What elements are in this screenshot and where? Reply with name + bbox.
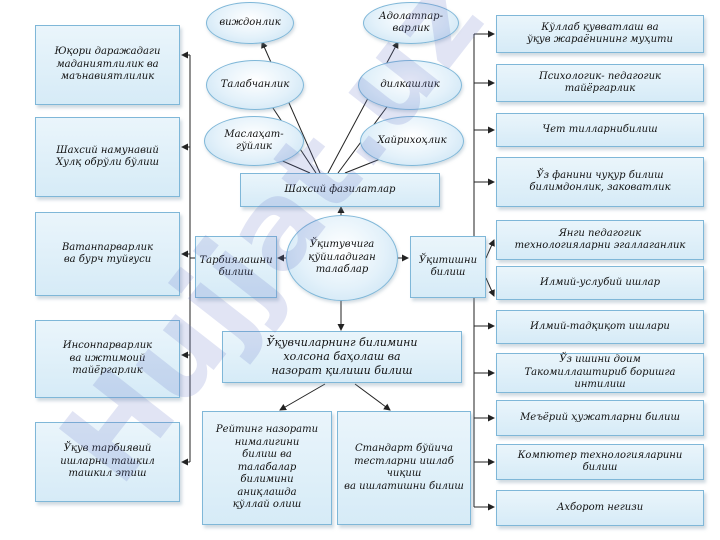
- left-box-organization-label: Ўқув тарбиявий ишларни ташкил ташкил эти…: [60, 443, 155, 480]
- standard-box: Стандарт бўйича тестларни ишлаб чиқиш ва…: [337, 411, 471, 525]
- ellipse-advising-label: Маслаҳат- гўйлик: [224, 128, 284, 153]
- right-box-information-label: Ахборот негизи: [556, 501, 644, 513]
- right-box-information: Ахборот негизи: [496, 490, 704, 526]
- right-box-regulations: Меъёрий ҳужатларни билиш: [496, 400, 704, 436]
- left-box-humanism: Инсонпарварлик ва ижтимоий тайёргарлик: [35, 320, 180, 398]
- ellipse-justice: Адолатпар- варлик: [363, 2, 459, 44]
- right-box-technologies-label: Янги педагогик технологияларни эгаллаган…: [514, 227, 686, 252]
- ellipse-conscientiousness: виждонлик: [206, 2, 294, 44]
- ellipse-advising: Маслаҳат- гўйлик: [204, 116, 304, 166]
- assessment-label: Ўқувчиларнинг билимини холсона баҳолаш в…: [266, 336, 418, 377]
- ellipse-conscientiousness-label: виждонлик: [219, 16, 281, 28]
- teaching-label: Ўқитишни билиш: [418, 254, 478, 279]
- right-box-subject: Ўз фанини чуқур билиш билимдонлик, заков…: [496, 157, 704, 207]
- right-box-psychology-label: Психологик- педагогик тайёргарлик: [538, 70, 662, 95]
- right-box-research-label: Илмий-тадқиқот ишлари: [530, 320, 670, 332]
- right-box-languages-label: Чет тилларнибилиш: [542, 123, 658, 135]
- ellipse-benevolence-label: Хайрихоҳлик: [377, 134, 447, 146]
- rating-box: Рейтинг назорати нималигини билиш ва тал…: [202, 411, 332, 525]
- ellipse-justice-label: Адолатпар- варлик: [379, 10, 443, 35]
- ellipse-demanding-label: Талабчанлик: [220, 78, 290, 90]
- standard-label: Стандарт бўйича тестларни ишлаб чиқиш ва…: [344, 443, 464, 492]
- teaching-box: Ўқитишни билиш: [410, 236, 486, 298]
- right-box-methodical: Илмий-услубий ишлар: [496, 266, 704, 300]
- right-box-support: Кўллаб қувватлаш ва ўқув жараёнининг муҳ…: [496, 15, 704, 53]
- main-requirements-label: Ўқитувчига қўйиладиган талаблар: [308, 239, 376, 276]
- ellipse-friendliness-label: дилкашлик: [380, 78, 440, 90]
- left-box-humanism-label: Инсонпарварлик ва ижтимоий тайёргарлик: [62, 340, 153, 377]
- main-requirements-ellipse: Ўқитувчига қўйиладиган талаблар: [286, 215, 398, 301]
- personal-qualities-label: Шахсий фазилатлар: [284, 183, 396, 195]
- left-box-culture: Юқори даражадаги маданиятлилик ва маънав…: [35, 25, 180, 105]
- upbringing-label: Тарбиялашни билиш: [199, 254, 273, 279]
- right-box-technologies: Янги педагогик технологияларни эгаллаган…: [496, 220, 704, 260]
- right-box-methodical-label: Илмий-услубий ишлар: [539, 276, 660, 288]
- left-box-patriotism: Ватанпарварлик ва бурч туйғуси: [35, 212, 180, 296]
- right-box-support-label: Кўллаб қувватлаш ва ўқув жараёнининг муҳ…: [527, 21, 673, 46]
- right-box-computer-label: Компютер технологияларини билиш: [517, 449, 683, 474]
- left-box-culture-label: Юқори даражадаги маданиятлилик ва маънав…: [54, 46, 161, 83]
- ellipse-demanding: Талабчанлик: [206, 60, 304, 110]
- personal-qualities-box: Шахсий фазилатлар: [240, 173, 440, 207]
- left-box-behavior-label: Шахсий намунавий Хулқ обрўли бўлиш: [55, 144, 159, 169]
- left-box-patriotism-label: Ватанпарварлик ва бурч туйғуси: [61, 241, 154, 266]
- rating-label: Рейтинг назорати нималигини билиш ва тал…: [215, 424, 319, 511]
- left-box-behavior: Шахсий намунавий Хулқ обрўли бўлиш: [35, 117, 180, 197]
- right-box-improvement: Ўз ишини доим Такомиллаштириб боришга ин…: [496, 353, 704, 393]
- right-box-regulations-label: Меъёрий ҳужатларни билиш: [520, 411, 680, 423]
- right-box-languages: Чет тилларнибилиш: [496, 113, 704, 147]
- left-box-organization: Ўқув тарбиявий ишларни ташкил ташкил эти…: [35, 422, 180, 502]
- right-box-psychology: Психологик- педагогик тайёргарлик: [496, 64, 704, 102]
- ellipse-friendliness: дилкашлик: [358, 60, 462, 110]
- assessment-box: Ўқувчиларнинг билимини холсона баҳолаш в…: [222, 331, 462, 383]
- right-box-computer: Компютер технологияларини билиш: [496, 444, 704, 480]
- right-box-subject-label: Ўз фанини чуқур билиш билимдонлик, заков…: [529, 169, 671, 194]
- upbringing-box: Тарбиялашни билиш: [195, 236, 277, 298]
- ellipse-benevolence: Хайрихоҳлик: [360, 116, 464, 166]
- right-box-research: Илмий-тадқиқот ишлари: [496, 310, 704, 344]
- right-box-improvement-label: Ўз ишини доим Такомиллаштириб боришга ин…: [524, 354, 676, 391]
